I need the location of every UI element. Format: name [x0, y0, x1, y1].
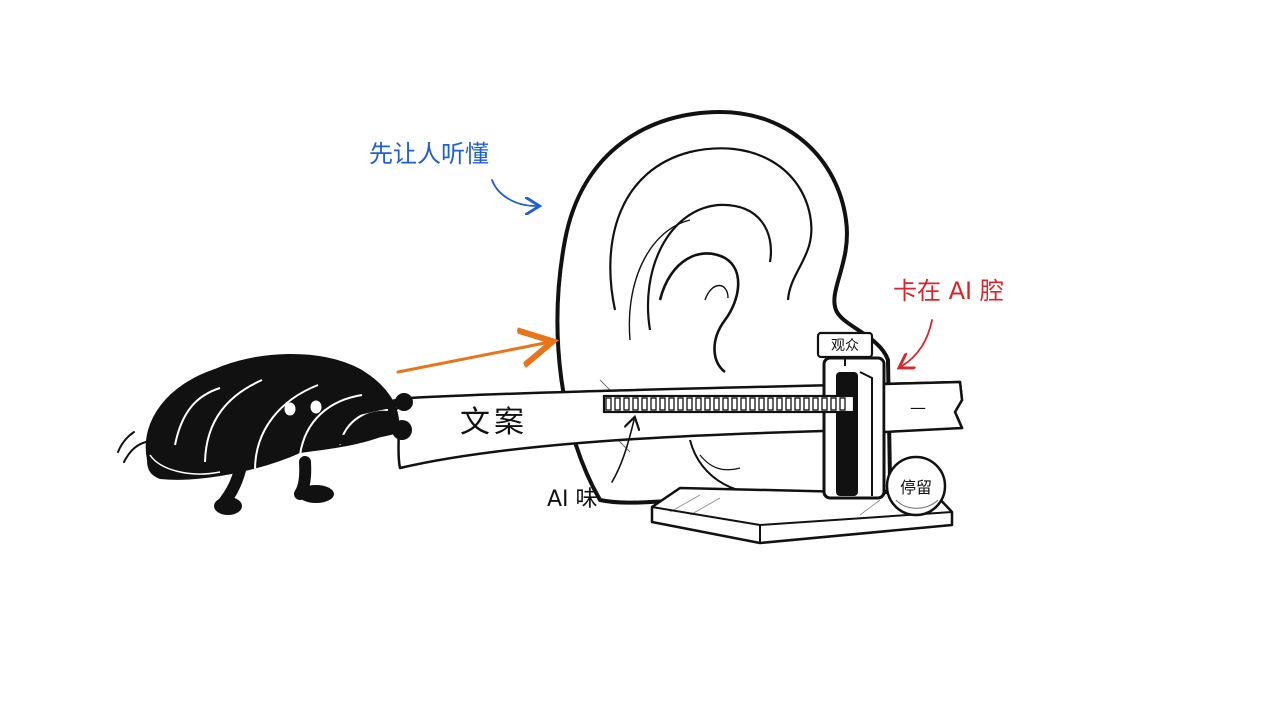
strip-exit	[882, 380, 964, 434]
comb-tooth	[713, 397, 720, 411]
strip-end-mark: —	[910, 398, 926, 417]
stay-ball-label: 停留	[900, 478, 932, 497]
comb-tooth	[641, 397, 648, 411]
comb-tooth	[650, 397, 657, 411]
comb-tooth	[695, 397, 702, 411]
comb-rack	[602, 394, 856, 414]
comb-tooth	[722, 397, 729, 411]
top-note: 先让人听懂	[369, 140, 489, 168]
comb-tooth	[812, 397, 819, 411]
comb-tooth	[794, 397, 801, 411]
croissant-character	[117, 353, 413, 515]
audience-sign-label: 观众	[831, 338, 859, 354]
push-arrow	[396, 342, 550, 374]
comb-tooth	[839, 397, 846, 411]
comb-tooth	[686, 397, 693, 411]
comb-tooth	[785, 397, 792, 411]
stay-ball	[885, 455, 947, 517]
comb-tooth	[740, 397, 747, 411]
audience-sign	[816, 331, 874, 366]
right-note-arrow	[902, 319, 933, 366]
comb-tooth	[623, 397, 630, 411]
comb-tooth	[704, 397, 711, 411]
strip-text: 文案	[460, 405, 528, 440]
comb-tooth	[605, 397, 612, 411]
bottom-note-arrow	[611, 420, 634, 483]
comb-tooth	[659, 397, 666, 411]
comb-tooth	[776, 397, 783, 411]
comb-tooth	[758, 397, 765, 411]
comb-tooth	[803, 397, 810, 411]
comb-tooth	[830, 397, 837, 411]
comb-tooth	[749, 397, 756, 411]
platform-base	[650, 486, 954, 545]
comb-tooth	[614, 397, 621, 411]
top-note-arrow	[491, 179, 536, 206]
comb-tooth	[731, 397, 738, 411]
gate-post	[822, 356, 886, 500]
comb-tooth	[677, 397, 684, 411]
right-note: 卡在 AI 腔	[893, 277, 1004, 305]
comb-tooth	[632, 397, 639, 411]
comb-tooth	[668, 397, 675, 411]
bottom-note: AI 味	[547, 487, 598, 512]
comb-tooth	[821, 397, 828, 411]
comb-tooth	[767, 397, 774, 411]
